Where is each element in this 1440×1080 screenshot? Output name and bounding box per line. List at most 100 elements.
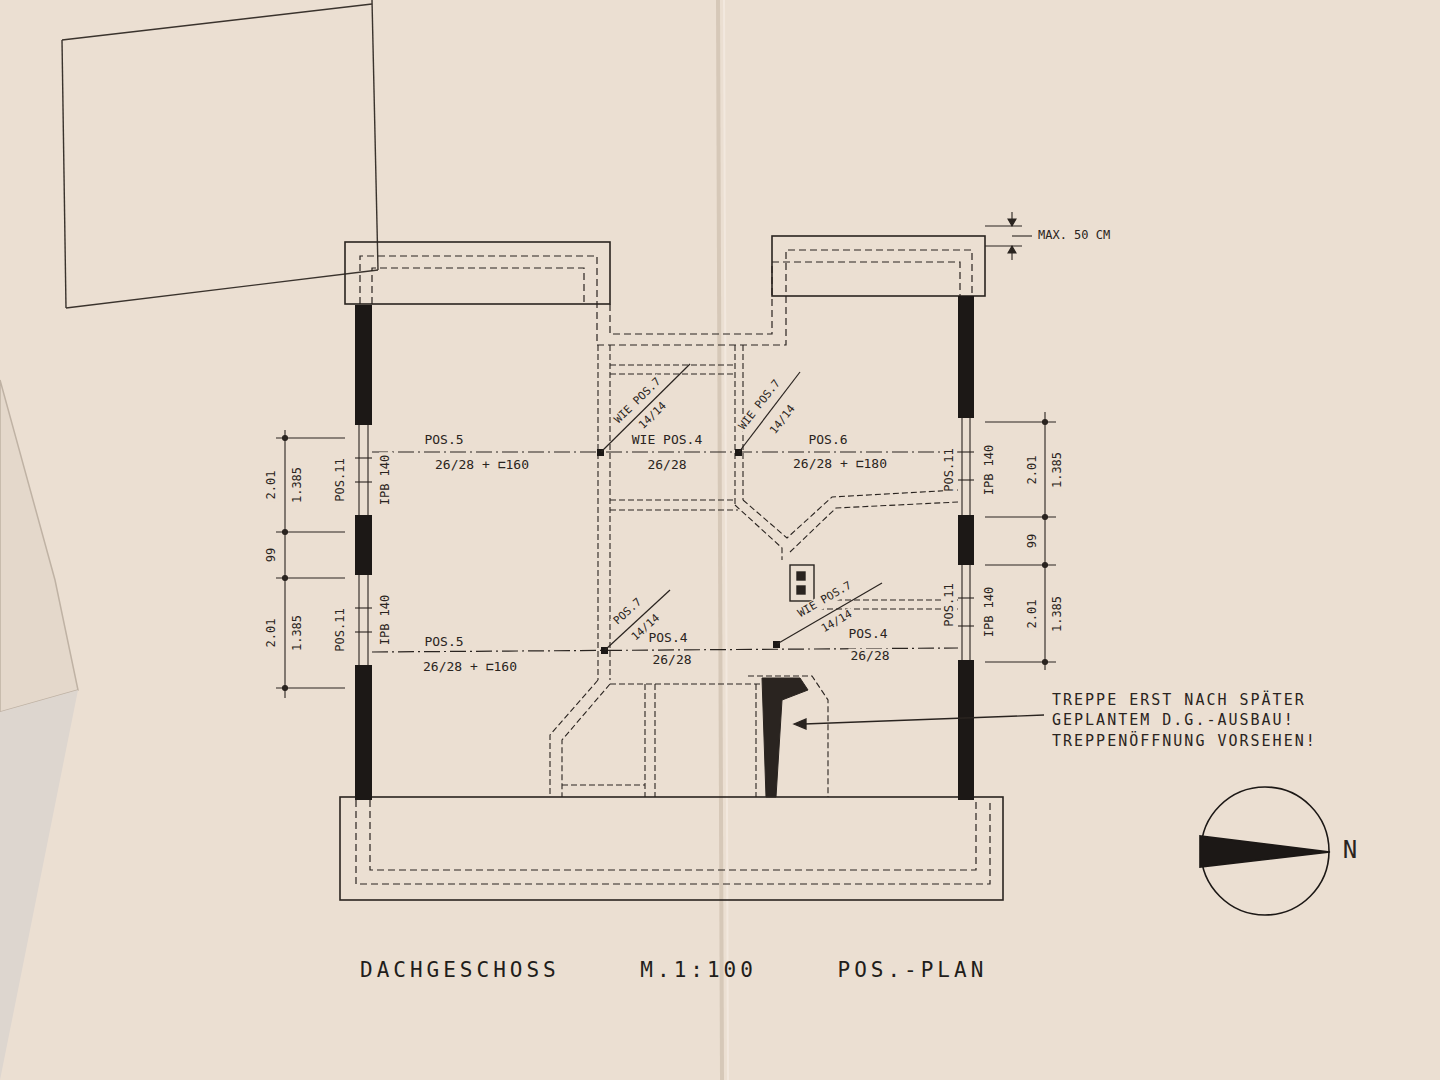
chimney: [797, 586, 805, 594]
interior-wall: [800, 608, 958, 609]
interior-wall: [644, 684, 645, 797]
stair-symbol: [762, 678, 808, 797]
roof-dashed: [370, 800, 976, 870]
dimension-line: [1008, 219, 1016, 226]
north-arrow: [1201, 787, 1329, 915]
window-opening: [367, 425, 368, 515]
window-opening: [969, 418, 970, 515]
dimension-label: 1.385: [1051, 450, 1065, 490]
position-label: WIE POS.4: [630, 433, 704, 448]
interior-wall: [550, 345, 958, 797]
position-label: POS.11: [334, 456, 348, 503]
position-label: POS.6: [806, 433, 849, 448]
interior-wall: [610, 373, 735, 374]
exterior-wall: [958, 660, 974, 800]
dimension-line: [1008, 246, 1016, 253]
dimension-label: 1.385: [1051, 594, 1065, 634]
neighbour-sketch: [62, 0, 378, 308]
dimension-label: 2.01: [1026, 598, 1040, 631]
roof-overhang: [345, 242, 610, 304]
beam-profile: 26/28: [848, 649, 891, 664]
roof-dashed: [356, 250, 990, 884]
window-opening: [355, 631, 372, 632]
exterior-wall: [355, 305, 372, 425]
interior-wall: [748, 676, 828, 797]
exterior-wall: [355, 296, 974, 800]
beam-profile: 26/28: [650, 653, 693, 668]
interior-wall: [654, 684, 655, 797]
window-opening: [961, 565, 962, 660]
stair-symbol: [762, 678, 808, 797]
position-label: POS.5: [422, 635, 465, 650]
north-arrow: [1200, 787, 1330, 915]
beam-axis: [372, 452, 958, 652]
dimension-line: [1044, 412, 1045, 670]
dimension-label: 99: [1026, 532, 1040, 550]
north-arrow: [1200, 836, 1330, 867]
window-opening: [358, 425, 359, 515]
dimension-line: [283, 530, 288, 535]
interior-wall: [755, 684, 756, 797]
dimension-label: 2.01: [265, 617, 279, 650]
dimension-label: 2.01: [1026, 454, 1040, 487]
dimension-label: 1.385: [291, 465, 305, 505]
beam-profile: IPB 140: [379, 453, 393, 508]
dimension-line: [283, 576, 288, 581]
dimension-label: 1.385: [291, 613, 305, 653]
position-label: POS.11: [334, 606, 348, 653]
chimney: [790, 565, 814, 601]
window-opening: [355, 457, 372, 458]
beam-profile: 26/28: [645, 458, 688, 473]
position-label: POS.4: [646, 631, 689, 646]
note-text: TREPPE ERST NACH SPÄTER GEPLANTEM D.G.-A…: [1050, 690, 1414, 751]
interior-wall: [610, 364, 735, 365]
position-label: POS.11: [943, 446, 957, 493]
dimension-label: MAX. 50 CM: [1036, 229, 1112, 243]
dimension-line: [985, 225, 1022, 226]
position-label: POS.5: [422, 433, 465, 448]
exterior-wall: [958, 515, 974, 565]
window-opening: [355, 607, 372, 608]
dimension-line: [1043, 515, 1048, 520]
position-label: POS.11: [943, 581, 957, 628]
window-opening: [958, 451, 974, 452]
interior-wall: [609, 345, 610, 680]
neighbour-sketch: [372, 0, 378, 270]
roof-dashed: [356, 800, 990, 884]
dimension-line: [1043, 660, 1048, 665]
column: [597, 449, 780, 654]
chimney: [797, 572, 805, 580]
interior-wall: [562, 684, 610, 797]
column: [773, 641, 780, 648]
dimension-line: [985, 245, 1022, 246]
beam-profile: IPB 140: [983, 585, 997, 640]
interior-wall: [550, 680, 598, 797]
roof-dashed: [360, 250, 972, 345]
note-leader: [794, 719, 806, 729]
interior-wall: [610, 683, 760, 684]
roof-overhang: [340, 236, 1003, 900]
beam-profile: IPB 140: [379, 593, 393, 648]
roof-overhang: [772, 236, 985, 296]
window-opening: [969, 565, 970, 660]
exterior-wall: [958, 296, 974, 418]
dimension-label: 99: [265, 546, 279, 564]
note-leader: [804, 715, 1044, 724]
interior-wall: [743, 490, 958, 538]
interior-wall: [562, 784, 645, 785]
position-leader: [601, 364, 882, 650]
dimension-line: [283, 436, 288, 441]
window-opening: [961, 418, 962, 515]
exterior-wall: [355, 665, 372, 800]
beam-profile: 26/28 + ⊏160: [433, 458, 531, 473]
dimension-line: [276, 212, 1056, 698]
paper: [724, 0, 728, 1080]
beam-profile: 26/28 + ⊏180: [791, 457, 889, 472]
beam-profile: IPB 140: [983, 443, 997, 498]
window-opening: [958, 625, 974, 626]
paper: [0, 380, 78, 712]
chimney: [790, 565, 814, 601]
